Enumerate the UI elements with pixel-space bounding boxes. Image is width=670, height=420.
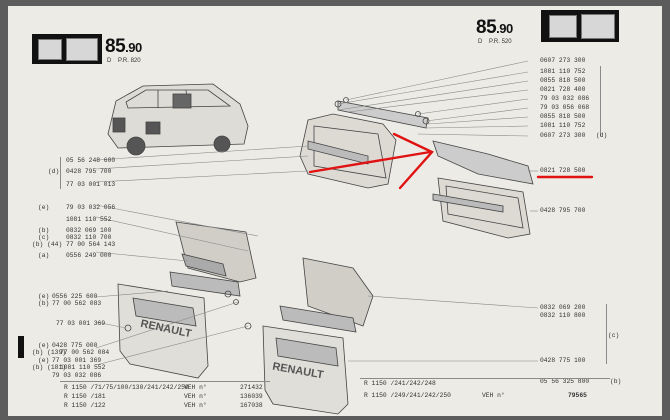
lamp-pictogram-right bbox=[541, 10, 619, 42]
footer-model: R 1150 /71/75/100/130/241/242/250 bbox=[64, 384, 189, 391]
left-ref: 0832 110 700 bbox=[66, 234, 112, 241]
bracket-d-left bbox=[60, 157, 61, 189]
left-ref: 1081 110 552 bbox=[66, 216, 112, 223]
right-ref: 0428 795 700 bbox=[540, 207, 586, 214]
prefix: (b) bbox=[38, 300, 50, 307]
left-ref: 79 03 032 086 bbox=[52, 372, 102, 379]
right-ref: 0832 110 800 bbox=[540, 312, 586, 319]
parts-drawing bbox=[95, 60, 594, 415]
binding-mark bbox=[18, 336, 24, 358]
left-ref: 0556 225 600 bbox=[52, 293, 98, 300]
catalog-page: 85.90 D P.R. 820 85.90 D P.R. 520 bbox=[8, 6, 662, 416]
footer-ven: VEH n° bbox=[482, 392, 505, 399]
marker-d-left: (d) bbox=[48, 168, 60, 175]
footer-num: 79565 bbox=[568, 392, 587, 399]
footer-rule-right bbox=[360, 378, 610, 379]
left-ref: 0428 775 000 bbox=[52, 342, 98, 349]
footer-num: 167038 bbox=[240, 402, 263, 409]
footer-model: R 1150 /181 bbox=[64, 393, 106, 400]
right-ref: 1081 110 752 bbox=[540, 122, 586, 129]
right-ref: 0607 273 300 bbox=[540, 57, 586, 64]
prefix: (a) bbox=[38, 252, 50, 259]
left-ref: 0556 249 000 bbox=[66, 252, 112, 259]
bracket-c-right bbox=[606, 304, 607, 364]
right-ref: 79 03 032 086 bbox=[540, 95, 590, 102]
page-suffix-left: D P.R. 820 bbox=[107, 58, 141, 64]
left-ref: 77 00 564 143 bbox=[66, 241, 116, 248]
left-ref: 77 03 001 369 bbox=[56, 320, 106, 327]
marker-b-right: (b) bbox=[610, 378, 622, 385]
right-ref: 0855 818 500 bbox=[540, 113, 586, 120]
page-number-left: 85.90 bbox=[105, 36, 142, 57]
footer-model: R 1150 /241/242/248 bbox=[364, 380, 436, 387]
prefix: (c) bbox=[38, 234, 50, 241]
left-ref: 77 00 562 083 bbox=[52, 300, 102, 307]
right-ref: 0855 818 500 bbox=[540, 77, 586, 84]
right-ref: 0607 273 300 bbox=[540, 132, 586, 139]
footer-model: R 1150 /249/241/242/250 bbox=[364, 392, 451, 399]
right-ref: 0832 069 200 bbox=[540, 304, 586, 311]
prefix: (e) bbox=[38, 357, 50, 364]
right-ref: 0821 728 400 bbox=[540, 86, 586, 93]
bracket-d-right bbox=[600, 66, 601, 136]
left-ref: 1081 110 552 bbox=[60, 364, 106, 371]
marker-d-right: (d) bbox=[596, 132, 608, 139]
page-number-right: 85.90 bbox=[476, 17, 513, 38]
left-ref: 77 00 562 084 bbox=[60, 349, 110, 356]
prefix: (b) (44) bbox=[32, 241, 63, 248]
left-ref: 77 03 001 369 bbox=[52, 357, 102, 364]
footer-model: R 1150 /122 bbox=[64, 402, 106, 409]
prefix: (b) (181) bbox=[32, 364, 67, 371]
left-ref: 0428 795 700 bbox=[66, 168, 112, 175]
footer-num: 136039 bbox=[240, 393, 263, 400]
left-ref: 05 56 248 600 bbox=[66, 157, 116, 164]
page-suffix-right: D P.R. 520 bbox=[478, 39, 512, 45]
lamp-pictogram-left bbox=[32, 34, 102, 64]
right-ref: 79 03 056 068 bbox=[540, 104, 590, 111]
right-ref: 05 56 325 800 bbox=[540, 378, 590, 385]
footer-num: 271432 bbox=[240, 384, 263, 391]
footer-rule-left bbox=[60, 381, 270, 382]
prefix: (b) (139) bbox=[32, 349, 67, 356]
left-ref: 77 03 001 013 bbox=[66, 181, 116, 188]
prefix: (e) bbox=[38, 293, 50, 300]
footer-ven: VEH n° bbox=[184, 402, 207, 409]
footer-ven: VEH n° bbox=[184, 384, 207, 391]
prefix: (b) bbox=[38, 227, 50, 234]
marker-c-right: (c) bbox=[608, 332, 620, 339]
prefix: (e) bbox=[38, 204, 50, 211]
footer-ven: VEH n° bbox=[184, 393, 207, 400]
prefix: (e) bbox=[38, 342, 50, 349]
right-ref: 1081 110 752 bbox=[540, 68, 586, 75]
left-ref: 0832 069 100 bbox=[66, 227, 112, 234]
right-ref-highlighted: 0821 728 500 bbox=[540, 167, 586, 174]
right-ref: 0428 775 100 bbox=[540, 357, 586, 364]
left-ref: 79 03 032 056 bbox=[66, 204, 116, 211]
